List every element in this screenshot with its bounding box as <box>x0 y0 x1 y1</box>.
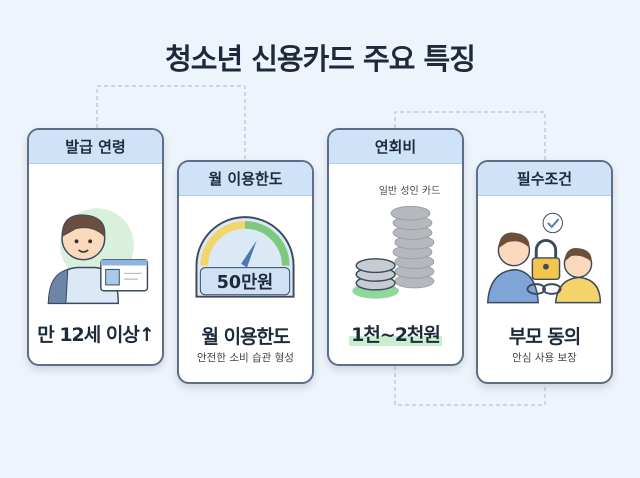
card-issue-age: 발급 연령 만 12세 이상↑ <box>27 128 164 366</box>
card-annual-fee: 연회비 일반 성인 카드 1천~2천원 <box>327 128 464 366</box>
parent-consent-lock-icon <box>486 212 602 304</box>
sub-text: 안전한 소비 습관 형성 <box>197 352 294 364</box>
note-text: 일반 성인 카드 <box>378 186 441 197</box>
card-monthly-limit: 월 이용한도 50만원 월 이용한도 안전한 소비 습관 형성 <box>177 160 314 384</box>
gauge-icon: 50만원 <box>195 216 295 298</box>
gauge-value: 50만원 <box>217 273 273 293</box>
card-header: 발급 연령 <box>29 130 162 164</box>
main-value: 월 이용한도 <box>201 326 290 348</box>
page-title: 청소년 신용카드 주요 특징 <box>165 42 476 76</box>
main-value: 1천~2천원 <box>349 324 442 346</box>
coin-stack-icon <box>352 205 435 299</box>
teen-with-id-card-icon <box>47 208 149 305</box>
sub-text: 안심 사용 보장 <box>512 352 577 364</box>
card-header: 연회비 <box>329 130 462 164</box>
main-value: 부모 동의 <box>508 326 582 348</box>
check-icon <box>547 218 560 229</box>
card-header: 필수조건 <box>478 162 611 196</box>
arrow-up-icon: ↑ <box>138 324 155 346</box>
main-value: 만 12세 이상↑ <box>37 324 155 346</box>
card-header: 월 이용한도 <box>179 162 312 196</box>
card-requirement: 필수조건 부모 동의 안심 사용 보장 <box>476 160 613 384</box>
